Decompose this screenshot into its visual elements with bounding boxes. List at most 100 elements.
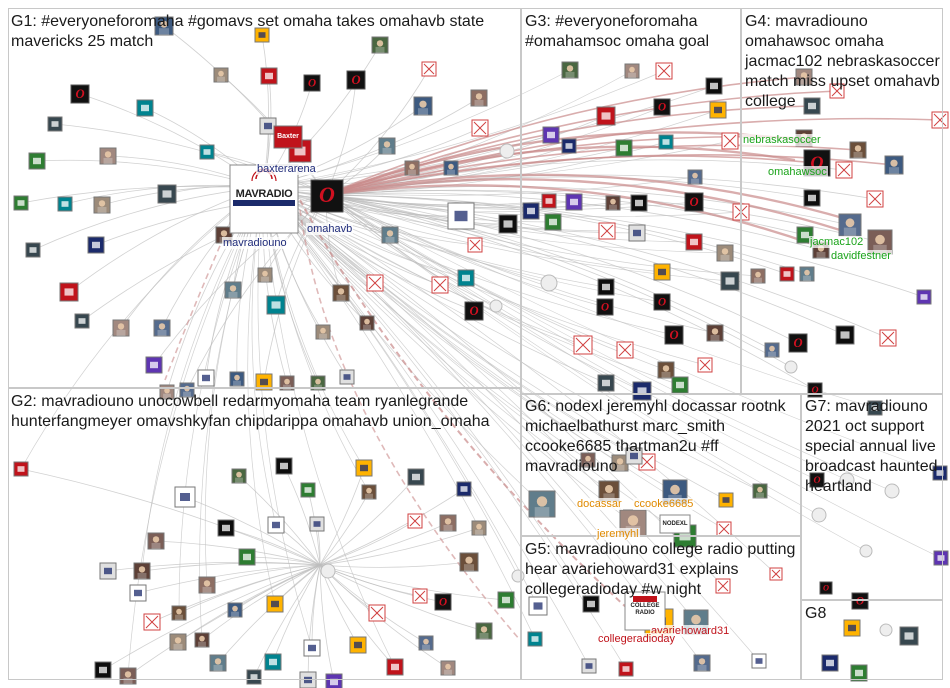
edge [127, 564, 321, 677]
node-label-docassar: docassar [576, 498, 623, 510]
node [835, 161, 853, 179]
photo-body [754, 277, 762, 283]
photo-face [721, 248, 729, 255]
placeholder-cross [433, 278, 447, 292]
logo-mark [360, 464, 368, 472]
logo-mark [330, 678, 338, 686]
node [624, 63, 640, 79]
photo-face [692, 172, 698, 179]
edge [319, 520, 416, 566]
node [299, 671, 317, 688]
node: O [684, 192, 704, 212]
photo-face [691, 614, 701, 625]
node [229, 371, 245, 387]
logo-mark [602, 379, 610, 387]
photo-body [123, 677, 133, 684]
logo-mark [271, 301, 281, 309]
edge [283, 465, 321, 566]
photo-face [152, 536, 160, 543]
omaha-o-glyph: O [439, 597, 447, 609]
photo-face [610, 198, 616, 205]
college-radio-bar [633, 596, 657, 602]
logo-mark [855, 669, 863, 677]
node [147, 532, 165, 550]
edge [319, 564, 485, 632]
node [320, 563, 336, 579]
node [598, 222, 616, 240]
node [685, 233, 703, 251]
node [13, 461, 29, 477]
node [829, 83, 845, 99]
edge [262, 186, 634, 524]
circle-node [811, 507, 827, 523]
node [315, 324, 331, 340]
logo-mark [454, 210, 468, 222]
edge [272, 564, 321, 663]
photo-face [164, 387, 170, 394]
photo-body [816, 251, 826, 258]
node [803, 97, 821, 115]
node [257, 267, 273, 283]
placeholder-cross [718, 523, 730, 535]
logo-mark [725, 277, 735, 285]
node: O [664, 325, 684, 345]
edge [127, 186, 264, 677]
group-title-g7: G7: mavradiouno 2021 oct support special… [805, 398, 938, 495]
node [194, 632, 210, 648]
photo-body [157, 329, 167, 336]
node [246, 669, 262, 685]
node [467, 237, 483, 253]
edge [319, 467, 365, 566]
edge [307, 564, 321, 681]
node [931, 111, 949, 129]
logo-mark [33, 157, 41, 165]
logo-mark [412, 473, 420, 481]
logo-mark [308, 644, 316, 652]
logo-mark [134, 589, 142, 597]
placeholder-cross [145, 615, 159, 629]
node [209, 654, 227, 672]
photo-body [463, 564, 475, 571]
edge [325, 194, 846, 336]
node-label-jacmac102: jacmac102 [809, 236, 865, 248]
node-label-mavradiouno: mavradiouno [222, 237, 288, 249]
node [471, 119, 489, 137]
photo-face [755, 271, 761, 278]
logo-mark [294, 146, 306, 156]
node [112, 319, 130, 337]
logo-mark [801, 231, 809, 239]
logo-mark [679, 531, 691, 541]
photo-face [337, 288, 345, 295]
node [361, 484, 377, 500]
node [899, 626, 919, 646]
node [916, 289, 932, 305]
node-label-jeremyhl: jeremyhl [596, 528, 640, 540]
photo-body [873, 244, 887, 254]
node [129, 584, 147, 602]
node-label-omahawsoc: omahawsoc [767, 166, 828, 178]
omaha-o-glyph: O [856, 596, 864, 608]
edge [319, 561, 470, 568]
photo-body [336, 294, 346, 301]
photo-body [97, 206, 107, 213]
photo-body [803, 275, 811, 281]
edge [319, 488, 465, 566]
logo-mark [202, 374, 210, 382]
edge-dashed [299, 199, 641, 621]
edge [262, 186, 727, 501]
node [497, 591, 515, 609]
logo-mark [264, 122, 272, 130]
edge [262, 186, 725, 530]
node [264, 653, 282, 671]
logo-mark [601, 112, 611, 120]
placeholder-cross [618, 343, 632, 357]
edge [20, 186, 264, 470]
group-title-g5: G5: mavradiouno college radio putting he… [525, 541, 796, 598]
node: O [464, 301, 484, 321]
edge [262, 186, 590, 667]
placeholder-cross [868, 192, 882, 206]
node [933, 550, 949, 566]
node [174, 486, 196, 508]
group-title-g8: G8 [805, 605, 827, 622]
